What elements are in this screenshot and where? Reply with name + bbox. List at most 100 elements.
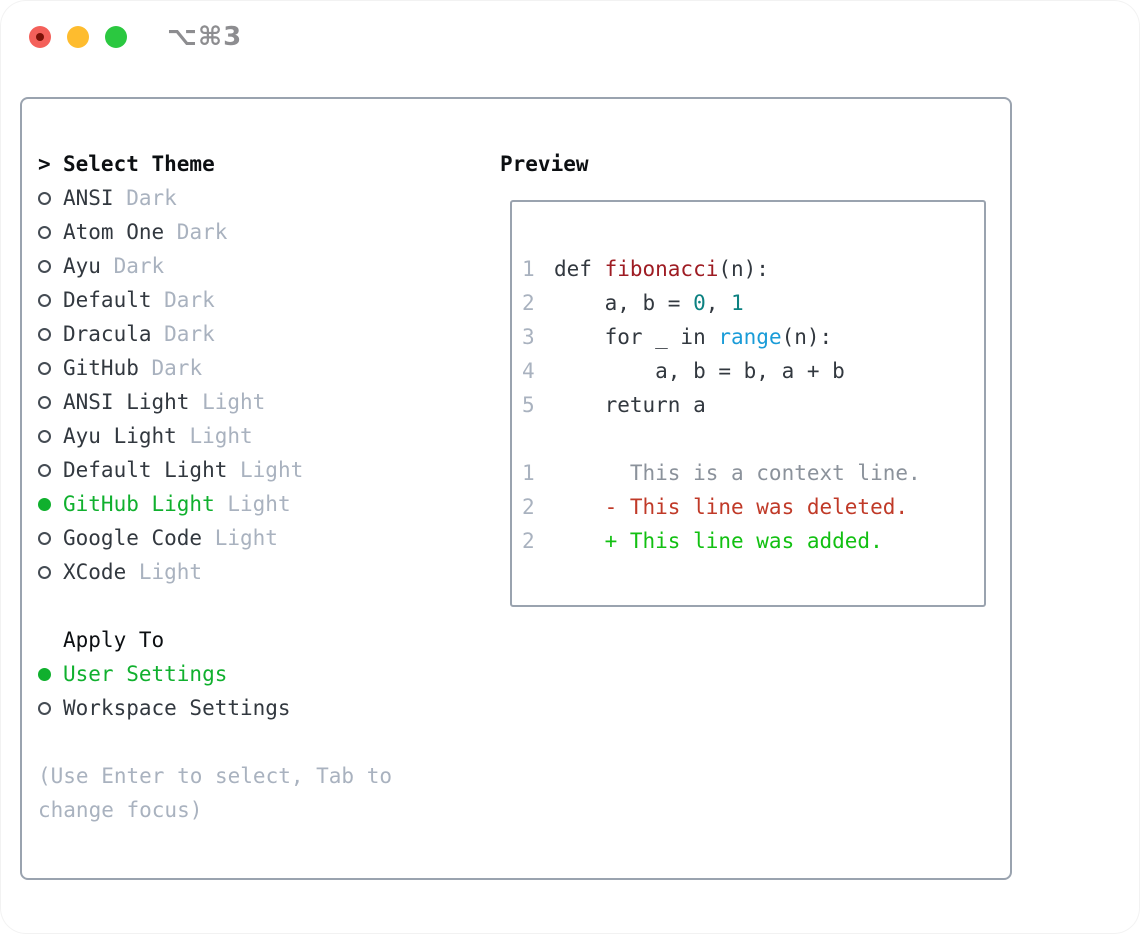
zoom-button[interactable] — [105, 26, 127, 48]
radio-icon[interactable] — [38, 191, 51, 205]
preview-line: 2 + This line was added. — [522, 524, 984, 558]
code-segment-number: 0 — [693, 291, 706, 315]
theme-option[interactable]: Ayu Light Light — [38, 419, 438, 453]
option-label: Dracula — [63, 322, 165, 346]
option-label: Google Code — [63, 526, 215, 550]
radio-icon[interactable] — [38, 565, 51, 579]
option-label: ANSI Light — [63, 390, 203, 414]
code-segment-number: 1 — [731, 291, 744, 315]
radio-selected-icon[interactable] — [38, 667, 51, 681]
theme-option[interactable]: Google Code Light — [38, 521, 438, 555]
apply-to-option[interactable]: Workspace Settings — [38, 691, 438, 725]
theme-option[interactable]: GitHub Light Light — [38, 487, 438, 521]
theme-option[interactable]: GitHub Dark — [38, 351, 438, 385]
radio-icon[interactable] — [38, 327, 51, 341]
preview-line: 1 This is a context line. — [522, 456, 984, 490]
radio-selected-icon[interactable] — [38, 497, 51, 511]
option-label: User Settings — [63, 662, 228, 686]
theme-variant-tag: Dark — [113, 254, 165, 278]
line-number: 2 — [522, 529, 535, 553]
radio-icon[interactable] — [38, 701, 51, 715]
theme-option[interactable]: ANSI Light Light — [38, 385, 438, 419]
option-label: Ayu — [63, 254, 114, 278]
preview-line — [522, 422, 984, 456]
select-theme-header: > Select Theme — [38, 147, 438, 181]
code-segment-code: a, b = b, a + b — [554, 359, 845, 383]
theme-option[interactable]: Default Dark — [38, 283, 438, 317]
theme-option[interactable]: Ayu Dark — [38, 249, 438, 283]
theme-option[interactable]: ANSI Dark — [38, 181, 438, 215]
line-number: 4 — [522, 359, 535, 383]
preview-line: 4 a, b = b, a + b — [522, 354, 984, 388]
theme-variant-tag: Dark — [164, 322, 215, 346]
spacer — [38, 589, 438, 623]
title-bar: ⌥⌘3 — [0, 0, 1140, 74]
preview-line: 2 - This line was deleted. — [522, 490, 984, 524]
theme-variant-tag: Light — [214, 526, 278, 550]
theme-variant-tag: Dark — [151, 356, 203, 380]
close-button[interactable] — [29, 26, 51, 48]
preview-line: 1 def fibonacci(n): — [522, 252, 984, 286]
theme-variant-tag: Dark — [176, 220, 228, 244]
theme-option[interactable]: Default Light Light — [38, 453, 438, 487]
code-segment-code: (n): — [781, 325, 833, 349]
radio-icon[interactable] — [38, 225, 51, 239]
radio-icon[interactable] — [38, 361, 51, 375]
option-label: Atom One — [63, 220, 177, 244]
theme-variant-tag: Dark — [164, 288, 215, 312]
code-segment-code: return a — [554, 393, 706, 417]
radio-icon[interactable] — [38, 293, 51, 307]
option-label: XCode — [63, 560, 139, 584]
radio-icon[interactable] — [38, 395, 51, 409]
theme-variant-tag: Light — [240, 458, 304, 482]
keyboard-hint: (Use Enter to select, Tab to change focu… — [38, 764, 393, 822]
code-segment-deleted: - This line was deleted. — [554, 495, 909, 519]
option-label: GitHub Light — [63, 492, 228, 516]
code-segment-added: + This line was added. — [554, 529, 883, 553]
option-label: Ayu Light — [63, 424, 190, 448]
theme-option[interactable]: Atom One Dark — [38, 215, 438, 249]
code-segment-code: for _ in — [554, 325, 719, 349]
preview-line: 2 a, b = 0, 1 — [522, 286, 984, 320]
code-segment-code: (n): — [718, 257, 769, 281]
select-theme-label: Select Theme — [63, 152, 215, 176]
radio-icon[interactable] — [38, 463, 51, 477]
option-label: Workspace Settings — [63, 696, 291, 720]
code-segment-code: def — [554, 257, 605, 281]
line-number: 5 — [522, 393, 535, 417]
line-number: 3 — [522, 325, 535, 349]
window-title: ⌥⌘3 — [167, 22, 243, 52]
apply-to-header: Apply To — [38, 623, 438, 657]
preview-label: Preview — [500, 152, 589, 176]
code-segment-code: a, b = — [554, 291, 694, 315]
minimize-button[interactable] — [67, 26, 89, 48]
preview-line: 3 for _ in range(n): — [522, 320, 984, 354]
spacer — [38, 725, 438, 759]
code-segment-builtin: range — [718, 325, 782, 349]
radio-icon[interactable] — [38, 429, 51, 443]
code-segment-code: , — [705, 291, 732, 315]
apply-to-label: Apply To — [63, 628, 165, 652]
pointer-icon: > — [38, 152, 51, 176]
theme-variant-tag: Light — [202, 390, 266, 414]
theme-option[interactable]: XCode Light — [38, 555, 438, 589]
code-segment-function: fibonacci — [604, 257, 719, 281]
radio-icon[interactable] — [38, 531, 51, 545]
line-number: 1 — [522, 257, 535, 281]
theme-variant-tag: Light — [189, 424, 253, 448]
code-segment-context: This is a context line. — [554, 461, 921, 485]
apply-to-option[interactable]: User Settings — [38, 657, 438, 691]
line-number: 1 — [522, 461, 535, 485]
line-number — [522, 422, 554, 456]
theme-option[interactable]: Dracula Dark — [38, 317, 438, 351]
radio-icon[interactable] — [38, 259, 51, 273]
theme-variant-tag: Light — [138, 560, 203, 584]
theme-variant-tag: Dark — [126, 186, 177, 210]
